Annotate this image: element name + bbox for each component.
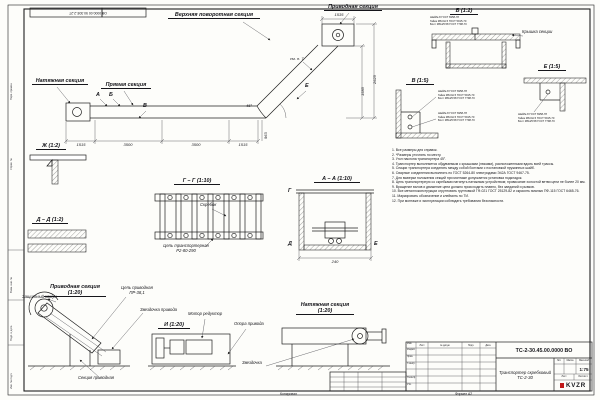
label-scraper: Скребок — [200, 202, 217, 207]
logo-text: KVZR — [565, 382, 587, 389]
margin-label-perv-primen: Перв. примен. — [10, 82, 13, 100]
section-marker-b: Б — [109, 92, 113, 98]
title-detail-b: Б (1:2) — [450, 8, 478, 16]
title-block-sheet-label: Лист — [561, 376, 567, 378]
title-block-doc: № докум. — [439, 344, 451, 347]
margin-label-vzam-inv: Взам. инв. № — [10, 276, 13, 293]
title-block-prov: Пров. — [407, 356, 414, 358]
title-view-i: И (1:20) — [158, 322, 190, 330]
label-see-note-7: см. п. 7 — [290, 56, 304, 61]
dim-240: 240 — [331, 259, 339, 264]
detail-dd-linework — [27, 229, 87, 253]
title-drive-section-120: Приводная секция (1:20) — [44, 284, 106, 298]
label-tension-section-top: Натяжная секция — [32, 78, 88, 86]
label-straight-section: Прямая секция — [101, 82, 151, 90]
label-protective-casing: Защитный кожух — [22, 294, 57, 299]
section-aa-linework — [296, 189, 374, 261]
label-drive-section-bottom: Секция приводная — [78, 375, 115, 380]
title-section-aa: А – А (1:10) — [314, 176, 360, 184]
dim-3500-b: 3500 — [191, 142, 201, 147]
title-block-razrab: Разраб. — [407, 349, 416, 351]
title-block-scale-value: 1:75 — [579, 367, 589, 372]
footer-format: Формат А2 — [455, 392, 473, 396]
title-block-scale-label: Масштаб — [579, 360, 589, 362]
sheet-frame — [7, 4, 595, 396]
dim-1515-right: 1515 — [238, 142, 248, 147]
label-drive-support: Опора привода — [234, 321, 264, 326]
marker-g-aa: Г — [288, 188, 292, 194]
detail-e-linework — [523, 77, 587, 113]
title-block-doc-number: ТС-2-30.45.00.0000 ВО — [515, 347, 573, 354]
label-section-cover: Крышка секции — [522, 29, 553, 34]
section-gg-linework — [154, 193, 264, 248]
dim-3500-a: 3500 — [123, 142, 133, 147]
title-block-lit-label: Лит. — [556, 360, 562, 362]
label-sprocket: Звездочка — [242, 360, 262, 365]
marker-e-aa: Е — [374, 241, 378, 247]
label-upper-turn-section: Верхняя поворотная секция — [168, 12, 260, 20]
side-view-linework — [56, 12, 377, 144]
marker-d-aa: Д — [288, 241, 292, 247]
label-drive-sprocket: Звездочка привода — [140, 307, 177, 312]
margin-label-sprav: Справ. № — [10, 158, 13, 170]
manufacturer-logo: KVZR — [554, 380, 592, 391]
title-tension-section-120: Натяжная секция (1:20) — [296, 302, 354, 316]
hardware-spec-e: Шайба 8 ГОСТ 6958-78 Гайка М8-6Н.5 ГОСТ … — [518, 113, 555, 123]
title-detail-zh: Ж (1:2) — [36, 143, 66, 151]
title-detail-e: Е (1:5) — [538, 64, 566, 72]
title-block-date: Дата — [485, 344, 491, 347]
title-block-izm: Изм. — [407, 343, 412, 345]
margin-label-podp-data: Подп. и дата — [10, 325, 13, 341]
label-drive-chain: Цепь приводная ПР-38,1 — [121, 285, 153, 295]
logo-accent-mark — [559, 383, 565, 388]
detail-b-linework — [431, 27, 524, 69]
drive-section-linework — [28, 291, 144, 379]
top-left-stamp-code: ОВ 0000.00 50.30Е-2-2Т — [69, 11, 107, 15]
title-block-tkontr: Т.контр. — [407, 363, 416, 365]
title-section-gg: Г – Г (1:10) — [174, 178, 220, 186]
label-conveyor-chain: Цепь транспортерная Р2-80-290 — [163, 243, 209, 253]
title-block-utv: Утв. — [407, 384, 412, 386]
dim-1515-left: 1515 — [76, 142, 86, 147]
label-motor-reducer: Мотор редуктор — [188, 311, 223, 316]
dim-angle-45: 45° — [246, 103, 253, 108]
title-detail-v: В (1:5) — [406, 78, 434, 86]
title-block-sheets-label: Листов 1 — [578, 376, 588, 378]
hardware-spec-b: Шайба 8 ГОСТ 6958-78 Гайка М8-6Н.5 ГОСТ … — [430, 16, 467, 26]
title-section-dd: Д – Д (1:2) — [32, 217, 68, 225]
title-block-nkontr: Н.контр. — [407, 377, 416, 379]
title-block-grid — [329, 341, 593, 392]
dim-1535: 1535 — [334, 12, 344, 17]
tension-section-linework — [265, 327, 390, 371]
title-block-list: Лист — [419, 344, 425, 347]
view-i-linework — [148, 318, 247, 371]
label-drive-section-top: Приводная секция — [324, 4, 382, 12]
margin-label-inv-podl: Инв. № подл. — [10, 372, 13, 389]
title-block-mass-label: Масса — [566, 360, 574, 362]
hardware-spec-v2: Шайба 8 ГОСТ 6958-78 Гайка М8-6Н.5 ГОСТ … — [438, 112, 475, 122]
dim-1585: 1585 — [360, 87, 365, 96]
section-marker-a: А — [96, 92, 100, 98]
detail-v-linework — [395, 89, 439, 139]
dim-2625: 2625 — [372, 75, 377, 84]
title-block-part-name: Транспортер скребковый ТС-2-30 — [498, 369, 552, 380]
technical-notes: 1. Все размеры для справок. 2. *Размеры … — [392, 148, 586, 203]
section-marker-v: В — [143, 103, 147, 109]
hardware-spec-v1: Шайба 8 ГОСТ 6958-78 Гайка М8-6Н.5 ГОСТ … — [438, 90, 475, 100]
detail-zh-linework — [29, 154, 87, 185]
title-block-podp: Подп. — [467, 344, 475, 347]
dim-963: 963 — [263, 132, 268, 139]
detail-marker-e: Е — [305, 83, 309, 89]
footer-kopiroval: Копировал — [280, 392, 297, 396]
